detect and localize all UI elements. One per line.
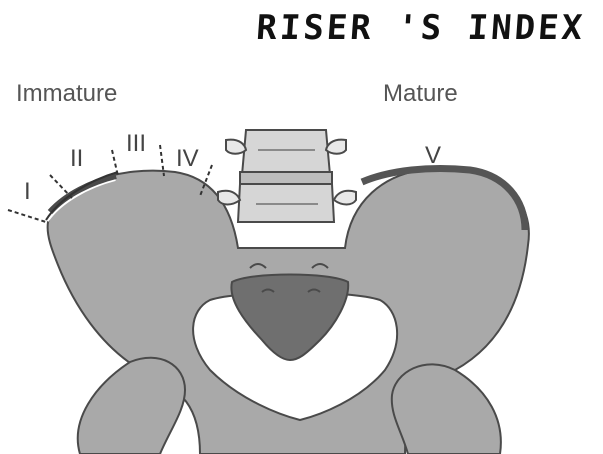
lumbar-vertebrae (218, 130, 356, 222)
left-femoral-head (78, 358, 185, 454)
right-femoral-head (392, 364, 501, 454)
